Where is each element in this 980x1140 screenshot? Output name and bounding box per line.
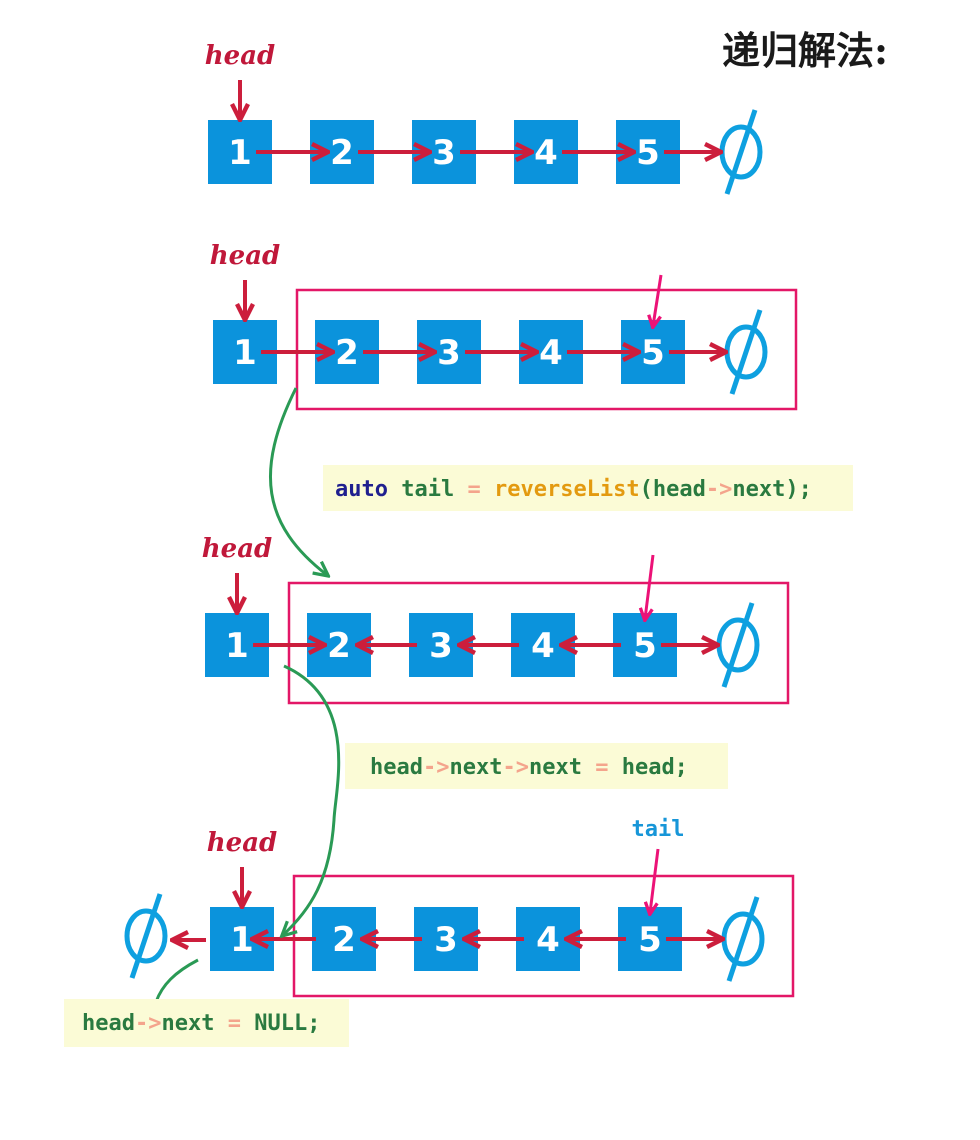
flow-arrows <box>154 387 341 1003</box>
tail-label: tail <box>632 817 685 842</box>
code-token: head <box>82 1011 135 1036</box>
node-value: 1 <box>230 920 254 960</box>
recursive-sublist-box <box>295 288 798 411</box>
step-2: 1 2 3 4 5 head <box>210 241 798 411</box>
code-token: -> <box>502 755 529 780</box>
flow-arrow <box>283 664 341 935</box>
flow-connector <box>154 958 199 1003</box>
code-token: reverseList <box>494 477 640 502</box>
code-background <box>345 743 728 789</box>
code-token: head; <box>622 755 688 780</box>
step-3: 1 2 3 4 5 head <box>202 534 790 705</box>
node-value: 2 <box>332 920 356 960</box>
step-1: 1 2 3 4 5 head <box>205 41 763 195</box>
node-value: 5 <box>641 333 665 373</box>
flow-arrow <box>269 387 327 575</box>
code-line: auto tail = reverseList(head->next); <box>335 477 812 502</box>
node-value: 4 <box>534 133 558 173</box>
head-label: head <box>205 41 275 71</box>
node-value: 2 <box>327 626 351 666</box>
node-value: 3 <box>434 920 458 960</box>
node-value: 1 <box>233 333 257 373</box>
node-value: 3 <box>429 626 453 666</box>
head-label: head <box>202 534 272 564</box>
head-label: head <box>210 241 280 271</box>
code-background <box>64 999 349 1047</box>
node-value: 3 <box>432 133 456 173</box>
code-token <box>241 1011 254 1036</box>
code-token: -> <box>423 755 450 780</box>
code-snippets: auto tail = reverseList(head->next);head… <box>64 465 853 1047</box>
node-value: 1 <box>228 133 252 173</box>
code-token: ); <box>785 477 812 502</box>
code-token: head <box>653 477 706 502</box>
null-icon <box>721 896 765 982</box>
code-token: auto <box>335 477 388 502</box>
code-token <box>608 755 621 780</box>
code-token <box>582 755 595 780</box>
code-token: tail <box>401 477 454 502</box>
code-snippet-2: head->next->next = head; <box>345 743 728 789</box>
node-value: 1 <box>225 626 249 666</box>
code-snippet-3: head->next = NULL; <box>64 999 349 1047</box>
node-value: 2 <box>335 333 359 373</box>
code-snippet-1: auto tail = reverseList(head->next); <box>323 465 853 511</box>
node-value: 5 <box>633 626 657 666</box>
tail-pointer-arrow <box>645 554 655 619</box>
code-token: next <box>732 477 785 502</box>
head-label: head <box>207 828 277 858</box>
code-token: NULL; <box>254 1011 320 1036</box>
node-value: 4 <box>539 333 563 373</box>
null-icon <box>716 602 760 688</box>
node-value: 2 <box>330 133 354 173</box>
code-token: -> <box>135 1011 162 1036</box>
node-value: 5 <box>636 133 660 173</box>
title: 递归解法: <box>722 28 888 73</box>
code-token: = <box>595 755 608 780</box>
node-value: 4 <box>536 920 560 960</box>
code-token <box>454 477 467 502</box>
node-value: 4 <box>531 626 555 666</box>
null-icon <box>124 893 168 979</box>
code-token <box>388 477 401 502</box>
code-token: ( <box>640 477 653 502</box>
code-token: next <box>161 1011 214 1036</box>
null-icon <box>724 309 768 395</box>
code-token: head <box>370 755 423 780</box>
code-token <box>214 1011 227 1036</box>
code-background <box>323 465 853 511</box>
tail-pointer-arrow <box>650 848 660 913</box>
steps-layer: 1 2 3 4 5 head 1 2 3 4 5 head 1 2 3 4 5 head 1 2 3 4 5 head tail <box>124 41 798 998</box>
step-4: 1 2 3 4 5 head tail <box>124 817 795 998</box>
code-token: = <box>228 1011 241 1036</box>
code-token: = <box>467 477 480 502</box>
tail-pointer-arrow <box>653 274 663 326</box>
null-icon <box>719 109 763 195</box>
code-token <box>481 477 494 502</box>
code-line: head->next = NULL; <box>82 1011 320 1036</box>
code-token: next <box>449 755 502 780</box>
code-token: -> <box>706 477 733 502</box>
code-token: next <box>529 755 582 780</box>
node-value: 5 <box>638 920 662 960</box>
node-value: 3 <box>437 333 461 373</box>
code-line: head->next->next = head; <box>370 755 688 780</box>
